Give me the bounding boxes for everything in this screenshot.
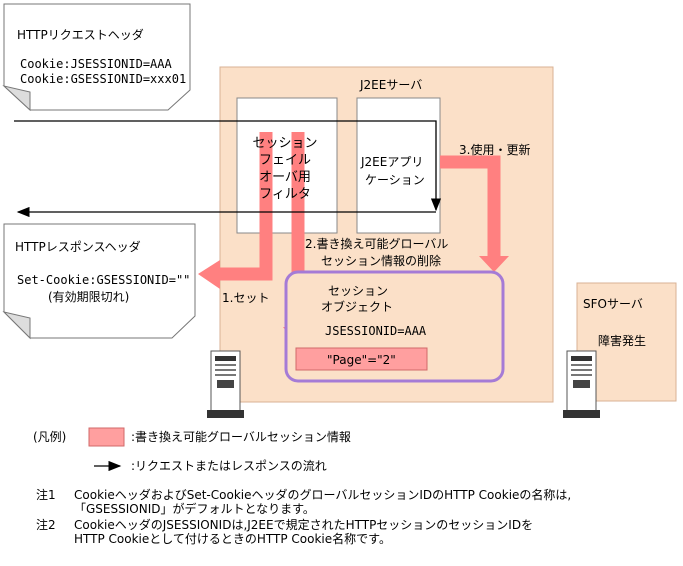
sfo-server-tower-icon [563,350,600,418]
session-object-title-line2: オブジェクト [321,300,394,314]
legend-title: (凡例) [33,430,67,444]
app-label-line2: ケーション [365,173,425,187]
session-object-title-line1: セッション [328,284,389,298]
step2-label-line2: セッション情報の削除 [321,254,442,268]
note1-line1: CookieヘッダおよびSet-CookieヘッダのグローバルセッションIDのH… [74,488,572,502]
filter-label-line1: セッション [252,136,318,151]
legend-pink-swatch [88,427,125,447]
filter-label-line3: オーバ用 [259,170,311,185]
note1-line2: 「GSESSIONID」がデフォルトとなります。 [74,502,315,516]
request-flow-arrow [14,120,442,212]
response-header-doc-fold [2,311,31,340]
response-header-title: HTTPレスポンスヘッダ [15,240,141,254]
sfo-server-status: 障害発生 [598,334,647,348]
note1-id: 注1 [36,488,56,502]
request-header-title: HTTPリクエストヘッダ [17,28,144,42]
app-label-line1: J2EEアプリ [361,155,424,169]
step1-pink-arrow [198,132,273,289]
response-set-cookie: Set-Cookie:GSESSIONID="" [17,273,191,287]
session-object-id: JSESSIONID=AAA [325,324,427,338]
step3-pink-arrow [440,155,509,272]
note2-id: 注2 [36,518,56,532]
note2-line2: HTTP Cookieとして付けるときのHTTP Cookie名称です。 [74,532,391,546]
server-tower-icon [207,350,244,418]
note2-line1: CookieヘッダのJSESSIONIDは,J2EEで規定されたHTTPセッショ… [74,518,534,532]
legend-arrow-label: :リクエストまたはレスポンスの流れ [131,459,327,473]
step1-label: 1.セット [222,291,270,305]
request-header-doc-fold [2,85,31,112]
request-cookie-gsession: Cookie:GSESSIONID=xxx01 [20,72,187,86]
j2ee-server-label: J2EEサーバ [360,78,423,92]
filter-label-line4: フィルタ [259,187,311,202]
sfo-server-label: SFOサーバ [583,297,643,311]
filter-label-line2: フェイル [258,153,311,168]
legend-pink-label: :書き換え可能グローバルセッション情報 [131,430,351,444]
page-attribute-box [295,347,428,371]
step3-label: 3.使用・更新 [459,143,531,157]
step2-label-line1: 2.書き換え可能グローバル [305,237,449,251]
request-cookie-jsession: Cookie:JSESSIONID=AAA [20,57,172,71]
page-attribute-text: "Page"="2" [327,353,396,367]
response-expired-note: (有効期限切れ) [48,290,130,304]
